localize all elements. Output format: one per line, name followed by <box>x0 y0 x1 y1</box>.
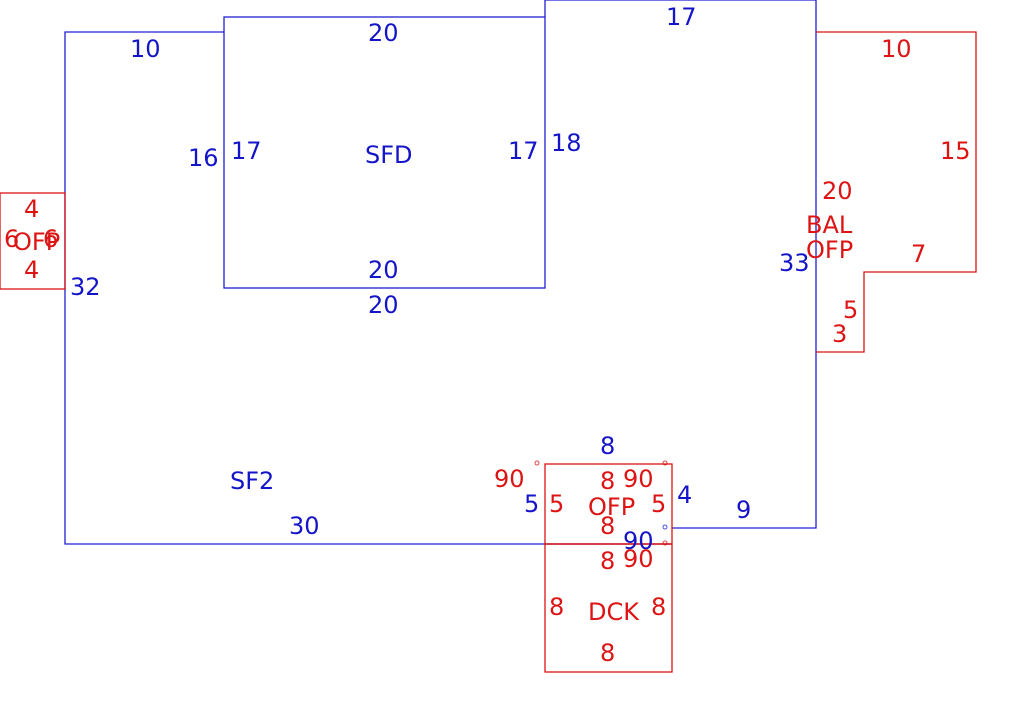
dim-sfd-right-outer: 18 <box>551 129 582 157</box>
dim-sfd-top: 20 <box>368 19 399 47</box>
dim-left-ofp-left: 6 <box>4 225 19 253</box>
dim-sfd-left: 17 <box>231 137 262 165</box>
angle-marker <box>662 524 668 530</box>
angle-marker <box>662 460 668 466</box>
area-label-ofp-left: OFP <box>13 228 60 256</box>
dim-main-top-right: 17 <box>666 3 697 31</box>
area-label-sfd: SFD <box>365 141 413 169</box>
dim-ofp-bottom: 8 <box>600 512 615 540</box>
dim-ofp-left: 5 <box>549 490 564 518</box>
dim-right-top: 10 <box>881 35 912 63</box>
sfd-box <box>223 16 546 289</box>
dim-right-side: 15 <box>940 137 971 165</box>
dim-sfd-bottom-outer: 20 <box>368 291 399 319</box>
angle-marker <box>662 540 668 546</box>
dim-ofp-right: 5 <box>651 490 666 518</box>
dim-ofp-angle-tl: 90 <box>494 465 525 493</box>
dim-main-step: 4 <box>677 481 692 509</box>
area-label-sf2: SF2 <box>230 467 274 495</box>
dim-dck-left: 8 <box>549 593 564 621</box>
dim-main-left-upper: 16 <box>188 144 219 172</box>
dim-dck-right: 8 <box>651 593 666 621</box>
area-label-dck: DCK <box>588 598 640 626</box>
dim-main-right: 33 <box>779 249 810 277</box>
left-ofp-box <box>0 192 66 290</box>
dim-dck-bottom: 8 <box>600 639 615 667</box>
dim-main-step-left: 5 <box>524 490 539 518</box>
dim-sfd-bottom: 20 <box>368 256 399 284</box>
dim-dck-top: 8 <box>600 547 615 575</box>
dim-left-ofp-right: 6 <box>43 225 58 253</box>
dim-angle-blue: 90 <box>623 527 654 555</box>
angle-marker <box>534 460 540 466</box>
dim-dck-angle: 90 <box>623 545 654 573</box>
area-label-ofp-right: OFP <box>806 236 853 264</box>
dim-left-ofp-bottom: 4 <box>24 256 39 284</box>
dim-main-top-left: 10 <box>130 35 161 63</box>
dim-main-bottom-right: 9 <box>736 496 751 524</box>
dim-sfd-right: 17 <box>508 137 539 165</box>
dim-left-ofp-top: 4 <box>24 195 39 223</box>
main-outline-right <box>544 0 817 529</box>
area-label-ofp-bottom: OFP <box>588 493 635 521</box>
area-label-bal: BAL <box>806 211 853 239</box>
dim-main-bottom-left: 30 <box>289 512 320 540</box>
dim-right-mid: 20 <box>822 177 853 205</box>
dim-right-bottom: 3 <box>832 320 847 348</box>
right-bal-outline <box>816 31 977 353</box>
dim-ofp-angle-tr: 90 <box>623 465 654 493</box>
dim-main-left-lower: 32 <box>70 273 101 301</box>
dim-right-lower: 5 <box>843 296 858 324</box>
dck-box <box>544 543 673 673</box>
dim-main-step-top: 8 <box>600 432 615 460</box>
dim-right-step: 7 <box>911 240 926 268</box>
dim-ofp-top: 8 <box>600 467 615 495</box>
